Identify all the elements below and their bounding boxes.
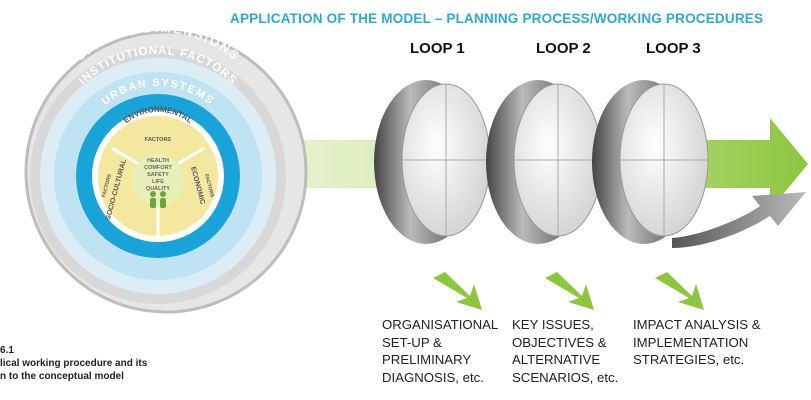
figure-caption: 6.1 lical working procedure and its n to… <box>0 344 147 383</box>
return-arrow <box>672 192 806 248</box>
center-label-quality: QUALITY <box>146 186 170 192</box>
center-label-safety: SAFETY <box>147 172 169 178</box>
loop-2-label: LOOP 2 <box>536 40 591 57</box>
diagram-heading: APPLICATION OF THE MODEL – PLANNING PROC… <box>230 11 764 26</box>
figure-caption-line-2: n to the conceptual model <box>0 371 124 382</box>
center-label-life: LIFE <box>152 179 164 185</box>
loop-ring-3 <box>592 80 709 244</box>
center-label-health: HEALTH <box>147 158 169 164</box>
loop-3-label: LOOP 3 <box>646 40 701 57</box>
loop-2-output-arrow <box>545 272 594 310</box>
figure-caption-line-1: lical working procedure and its <box>0 358 148 369</box>
loop-ring-1 <box>374 80 491 244</box>
loop-2-caption: KEY ISSUES, OBJECTIVES & ALTERNATIVE SCE… <box>512 317 619 385</box>
loop-1-label: LOOP 1 <box>410 40 465 57</box>
loop-ring-2 <box>486 80 603 244</box>
loop-3-caption: IMPACT ANALYSIS & IMPLEMENTATION STRATEG… <box>633 317 761 367</box>
loop-1-caption: ORGANISATIONAL SET-UP & PRELIMINARY DIAG… <box>382 317 499 385</box>
loop-3-output-arrow <box>655 272 704 310</box>
conceptual-model-circles <box>24 30 308 314</box>
figure-number: 6.1 <box>0 345 14 356</box>
center-label-comfort: COMFORT <box>144 165 172 171</box>
loop-1-output-arrow <box>433 272 482 310</box>
environmental-factors-label: FACTORS <box>145 137 172 143</box>
people-icon <box>150 191 166 208</box>
